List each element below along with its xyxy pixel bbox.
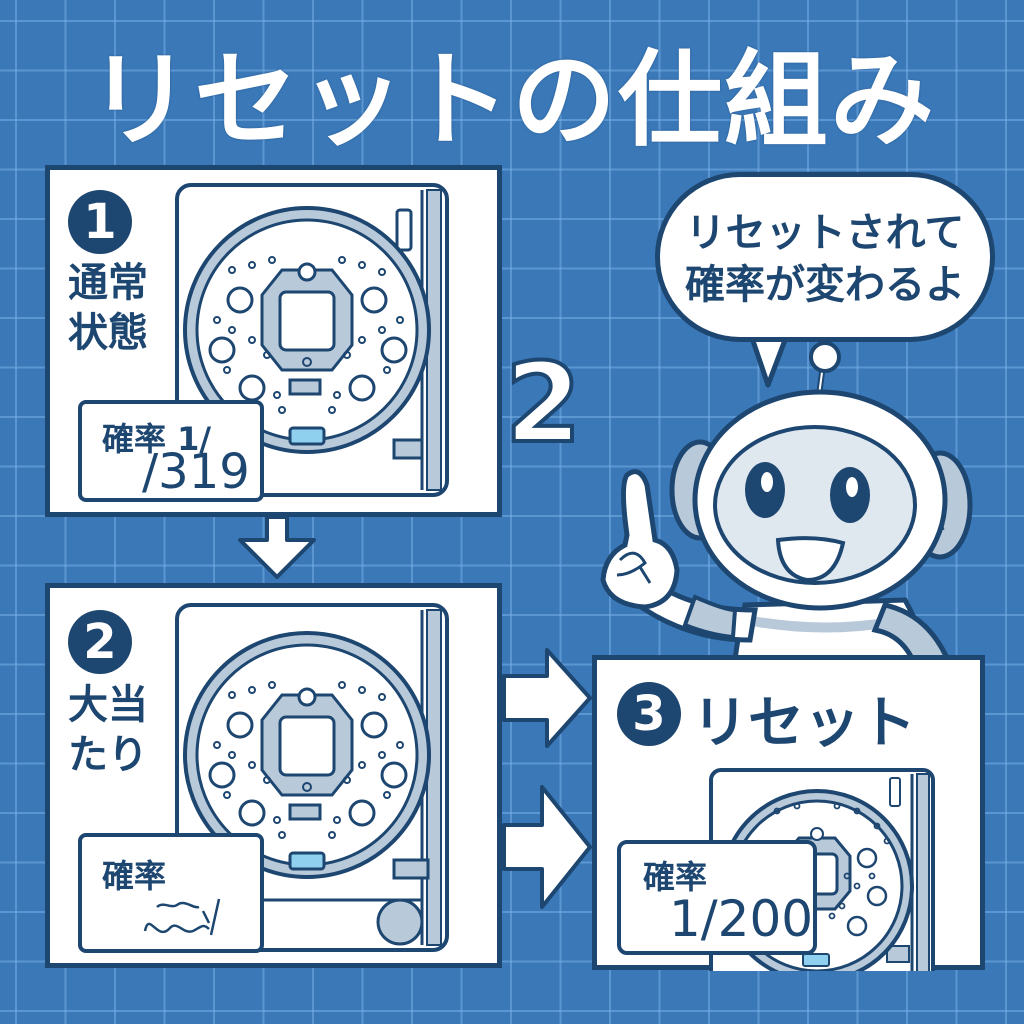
- step-1-number-badge: 1: [68, 190, 132, 254]
- step-1-label-line1: 通常: [68, 260, 148, 306]
- step-2-label: 大当 たり: [68, 680, 148, 780]
- step-2-probability-label: 確率: [102, 857, 167, 895]
- step-1-label-line2: 状態: [68, 310, 148, 356]
- floating-number: 2: [503, 339, 584, 467]
- speech-line-2: 確率が変わるよ: [685, 262, 965, 308]
- step-1-label: 通常 状態: [68, 258, 148, 358]
- step-2-probability-box: 確率: [78, 833, 264, 953]
- robot-mascot-icon: [585, 335, 985, 665]
- step-3-probability-value: 1/200: [669, 890, 814, 948]
- step-2-number-badge: 2: [68, 610, 132, 674]
- step-2-label-line2: たり: [68, 732, 148, 778]
- step-3-probability-box: 確率 1/200: [617, 840, 817, 955]
- step-1-probability-label: 確率 1/: [102, 420, 212, 458]
- step-1-panel: 1 通常 状態: [45, 165, 502, 517]
- step-2-label-line1: 大当: [68, 682, 148, 728]
- step-1-probability-box: 確率 1/ /319: [78, 400, 264, 502]
- step-3-number-badge: 3: [617, 682, 681, 746]
- arrow-down-icon: [232, 515, 322, 580]
- arrow-right-icon: [502, 648, 594, 748]
- arrow-right-icon: [502, 785, 594, 910]
- speech-line-1: リセットされて: [685, 210, 965, 256]
- step-2-scribble-value: [137, 893, 237, 941]
- robot-speech-bubble: リセットされて 確率が変わるよ: [655, 172, 995, 342]
- step-3-label: リセット: [692, 691, 916, 756]
- step-2-panel: 2 大当 たり: [45, 583, 502, 968]
- step-3-probability-label: 確率: [643, 858, 708, 896]
- step-1-probability-value: /319: [142, 444, 250, 500]
- page-title: リセットの仕組み: [87, 39, 936, 161]
- step-3-panel: 3 リセット 確率 1/: [592, 655, 985, 971]
